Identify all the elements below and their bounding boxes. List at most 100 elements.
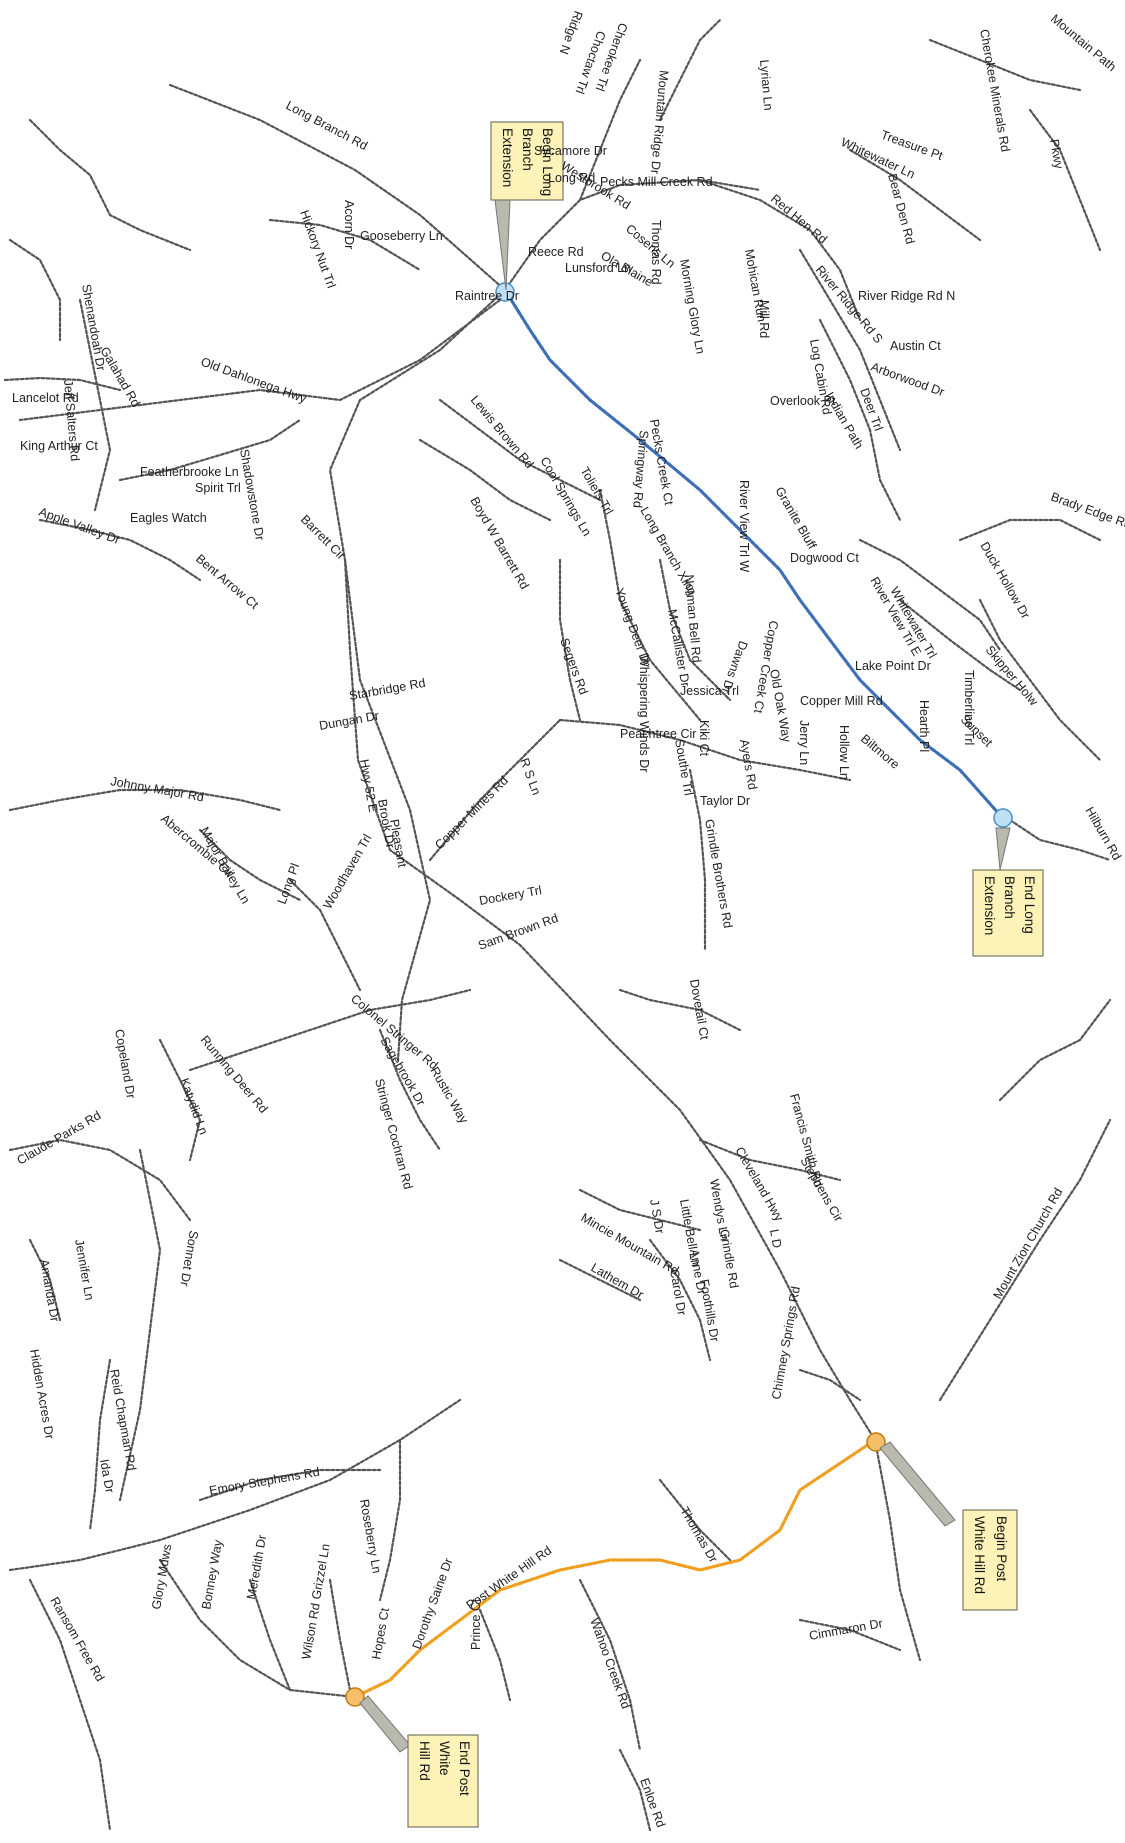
road-east-upper (1028, 108, 1102, 252)
callout-end-long-branch-line-3: Extension (982, 876, 997, 935)
label-river-ridge-rd-n: River Ridge Rd N (858, 289, 955, 303)
road-grindle-brothers (688, 768, 707, 952)
callout-pointer (879, 1441, 956, 1527)
label-lake-point-dr: Lake Point Dr (855, 659, 931, 673)
callout-end-post-white-hill-line-1: End Post (457, 1741, 472, 1796)
label-king-arthur-ct: King Arthur Ct (20, 439, 98, 453)
road-pecks-mill-creek (698, 178, 862, 322)
label-river-view-trl-w: River View Trl W (737, 480, 751, 572)
road-young-deer (598, 488, 702, 722)
label-taylor-dr: Taylor Dr (700, 794, 750, 808)
road-johnny-major (8, 788, 282, 812)
road-west-edge (8, 238, 62, 342)
road-cherokee-minerals (928, 38, 1082, 92)
label-kiki-ct: Kiki Ct (697, 720, 711, 757)
road-segers (558, 558, 582, 722)
road-prince (478, 1608, 512, 1702)
road-roseberry (378, 1438, 402, 1602)
road-woodhaven (288, 878, 362, 992)
road-long-branch-rd (168, 83, 507, 292)
label-raintree-dr: Raintree Dr (455, 289, 519, 303)
road-brady-edge (958, 518, 1102, 542)
road-thomas-dr (658, 1478, 732, 1562)
callout-begin-long-branch-line-1: Begin Long (540, 128, 555, 196)
road-meredith (248, 1578, 292, 1692)
road-abercrombie (198, 828, 302, 902)
label-acorn-dr: Acorn Dr (342, 200, 356, 249)
marker-end-long-branch (993, 808, 1013, 828)
road-old-dahlonega-hwy (18, 298, 502, 422)
road-river-ridge (798, 248, 902, 452)
road-dogwood-area (858, 538, 1002, 652)
road-chimney-springs (798, 1368, 862, 1402)
label-jerry-ln: Jerry Ln (797, 720, 811, 765)
callout-end-long-branch-line-2: Branch (1002, 876, 1017, 919)
callout-end-post-white-hill: End Post White Hill Rd (359, 1695, 479, 1828)
road-lathem (558, 1258, 642, 1302)
road-stephens-cir (698, 1138, 842, 1182)
label-overlook-pt: Overlook Pt (770, 394, 836, 408)
callout-end-post-white-hill-line-2: White (437, 1741, 452, 1776)
label-ida-dr: Ida Dr (97, 1458, 117, 1494)
road-running-deer (158, 1038, 202, 1162)
marker-end-post-white-hill (345, 1687, 365, 1707)
road-whitewater-trl (898, 598, 1022, 692)
road-south-west-branch (158, 1558, 357, 1699)
road-grizzel (328, 1578, 352, 1692)
route-long-branch-extension (503, 288, 1002, 817)
label-copper-mill-rd: Copper Mill Rd (800, 694, 883, 708)
road-network (3, 18, 1112, 1832)
road-north-west (28, 118, 192, 252)
road-featherbrooke (118, 418, 302, 482)
road-peachtree (558, 718, 852, 782)
road-mincie (578, 1188, 702, 1232)
road-cimmaron (798, 1618, 902, 1652)
marker-begin-post-white-hill (866, 1432, 886, 1452)
road-long-rd (503, 178, 762, 292)
label-timberline-trl: Timberline Trl (962, 670, 976, 745)
callout-end-post-white-hill-line-3: Hill Rd (417, 1741, 432, 1781)
label-lancelot-rd: Lancelot Rd (12, 391, 79, 405)
road-west-middle (118, 1148, 162, 1502)
label-hollow-ln: Hollow Ln (837, 725, 851, 780)
road-ransom-free (28, 1578, 112, 1832)
road-enloe (618, 1748, 652, 1832)
label-whispering-winds-dr: Whispering Winds Dr (637, 655, 651, 772)
label-sycamore-dr: Sycamore Dr (534, 144, 607, 158)
road-mount-zion (938, 1118, 1112, 1402)
label-long-rd: Long Rd (548, 171, 595, 185)
label-jessica-trl: Jessica Trl (680, 684, 739, 698)
label-l-d: L D (767, 1228, 784, 1249)
road-whitewater-ln (848, 148, 982, 242)
road-hilburn (1008, 818, 1112, 862)
label-hearth-pl: Hearth Pl (917, 700, 931, 752)
label-pecks-mill-creek-rd: Pecks Mill Creek Rd (600, 175, 713, 189)
road-east-south (873, 1438, 922, 1662)
callout-begin-post-white-hill: Begin Post White Hill Rd (879, 1441, 1018, 1611)
callout-begin-post-white-hill-line-2: White Hill Rd (972, 1516, 987, 1594)
road-colonel-stringer (188, 988, 472, 1072)
road-reid-chapman (88, 1358, 112, 1532)
label-spirit-trl: Spirit Trl (195, 481, 241, 495)
road-gooseberry (268, 218, 422, 272)
label-eagles-watch: Eagles Watch (130, 511, 207, 525)
label-reece-rd: Reece Rd (528, 245, 584, 259)
label-lyrian-ln: Lyrian Ln (757, 59, 775, 111)
label-dogwood-ct: Dogwood Ct (790, 551, 859, 565)
road-skipper (978, 598, 1102, 762)
road-shenandoah (78, 298, 112, 512)
road-boyd-barrett (418, 438, 552, 522)
callout-begin-post-white-hill-line-1: Begin Post (994, 1516, 1009, 1582)
label-peachtree-cir: Peachtree Cir (620, 727, 696, 741)
road-apple-valley (38, 518, 202, 582)
road-wahoo-creek (578, 1578, 642, 1752)
road-main-diagonal (328, 288, 877, 1442)
road-hwy-52 (343, 558, 432, 1062)
road-claude-parks (8, 1138, 192, 1222)
label-prince-ct: Prince Ct (469, 1598, 483, 1650)
callout-begin-long-branch-line-3: Extension (500, 128, 515, 187)
road-sagebrook (378, 1028, 442, 1152)
road-emory-stephens (198, 1468, 382, 1502)
road-lewis-brown (438, 398, 602, 502)
